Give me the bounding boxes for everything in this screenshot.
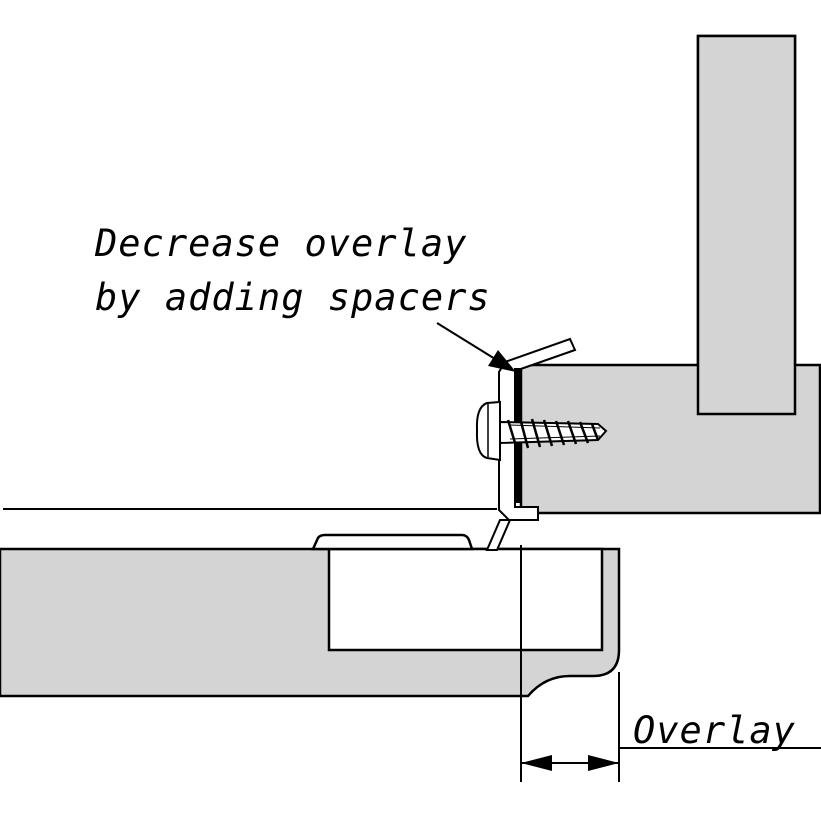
hinge-cup-recess xyxy=(327,547,604,652)
annotation-line-2: by adding spacers xyxy=(95,276,491,319)
cabinet-side-panel-front xyxy=(696,34,797,416)
hinge-cup-flange xyxy=(311,533,474,551)
leader-line xyxy=(436,322,501,363)
hinge-arm xyxy=(485,519,512,551)
dimension-arrow-left xyxy=(521,755,552,771)
annotation-line-1: Decrease overlay xyxy=(94,222,467,265)
screw-shank xyxy=(499,417,608,449)
leader-arrowhead xyxy=(488,350,516,372)
dimension-label: Overlay xyxy=(633,709,796,752)
dimension-arrow-right xyxy=(588,755,619,771)
